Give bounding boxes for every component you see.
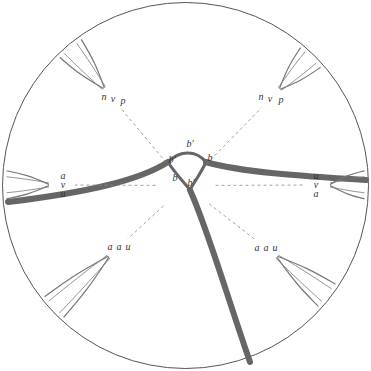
fringe-line: [277, 256, 335, 284]
letter-label: b: [173, 173, 178, 183]
axis-line: [128, 206, 164, 239]
fringe-line: [278, 52, 305, 88]
isogyre-arm: [8, 162, 168, 202]
letter-label: n: [102, 92, 107, 102]
letter-label: b': [186, 139, 193, 149]
isogyre-arms: [8, 153, 366, 362]
letter-label: a: [264, 243, 269, 253]
letter-label: b': [187, 178, 194, 188]
axis-line: [121, 108, 167, 162]
central-spot: [168, 153, 206, 190]
fringe-line: [64, 257, 109, 317]
letter-label: v: [268, 94, 272, 104]
axis-line: [75, 185, 156, 186]
isogyre-arm: [206, 162, 366, 180]
letter-label: a: [117, 242, 122, 252]
letter-label: v: [111, 94, 115, 104]
letter-label: p: [279, 95, 284, 105]
fringe-line: [7, 171, 49, 185]
axis-line: [209, 204, 256, 241]
fringe-line: [49, 255, 108, 301]
letter-label: b: [208, 153, 213, 163]
fringe-line: [6, 185, 49, 198]
axis-line: [216, 185, 305, 186]
fringe-line: [330, 171, 364, 185]
letter-label: b': [168, 155, 175, 165]
fringe-line: [77, 43, 106, 87]
isogyre-arm: [190, 190, 250, 362]
fringe-line: [64, 53, 102, 89]
fringe-line: [330, 187, 365, 193]
letter-label: a: [255, 243, 260, 253]
letter-label: u: [273, 243, 278, 253]
letter-label: a: [108, 242, 113, 252]
fringe-line: [60, 258, 111, 313]
fringe-group: [6, 39, 364, 317]
fringe-line: [7, 177, 49, 183]
fringe-line: [330, 177, 364, 183]
fringe-line: [45, 256, 109, 297]
fringe-line: [276, 258, 322, 301]
letter-label: a: [314, 189, 319, 199]
letter-label: u: [61, 189, 66, 199]
letter-label: u: [126, 242, 131, 252]
fringe-line: [330, 185, 365, 198]
fringe-line: [280, 67, 320, 89]
fringe-line: [6, 187, 49, 193]
letter-label: p: [121, 96, 126, 106]
axis-line: [206, 108, 261, 164]
letter-label: n: [259, 92, 264, 102]
fringe-line: [279, 48, 300, 89]
field-circle: [3, 3, 369, 369]
fringe-line: [278, 255, 332, 289]
